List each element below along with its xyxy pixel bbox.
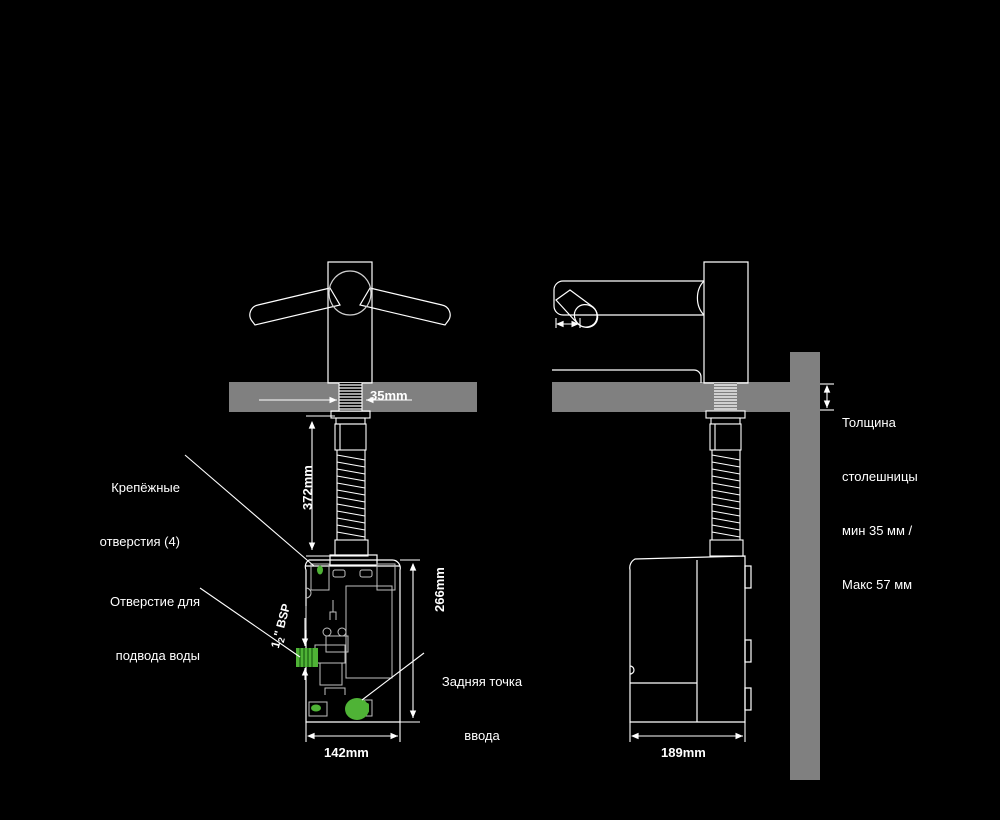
dim-266mm bbox=[400, 559, 420, 723]
front-lever-handle bbox=[249, 270, 451, 326]
side-control-box bbox=[629, 555, 752, 723]
front-fixing-nut bbox=[330, 410, 371, 451]
side-flexible-hose bbox=[709, 450, 744, 557]
front-threaded-shank bbox=[338, 383, 363, 411]
callout-worktop-thickness: Толщина столешницы мин 35 мм / Макс 57 м… bbox=[842, 378, 992, 630]
callout-worktop-thickness-line3: мин 35 мм / bbox=[842, 523, 913, 538]
side-threaded-shank bbox=[714, 383, 737, 411]
dim-label-35mm: 35mm bbox=[370, 388, 408, 403]
side-view-group bbox=[552, 261, 834, 780]
front-box-internals bbox=[305, 563, 396, 717]
dim-189mm bbox=[629, 722, 746, 742]
callout-worktop-thickness-line2: столешницы bbox=[842, 469, 918, 484]
callout-mounting-holes-line1: Крепёжные bbox=[111, 480, 180, 495]
side-inlet-marker bbox=[311, 704, 321, 712]
rear-inlet-marker bbox=[345, 698, 369, 720]
dim-372mm bbox=[306, 415, 335, 557]
callout-worktop-thickness-line1: Толщина bbox=[842, 415, 896, 430]
dim-worktop-thickness bbox=[820, 383, 834, 411]
front-tap-body bbox=[327, 261, 373, 384]
side-aerator bbox=[555, 289, 599, 328]
rear-inlet-port bbox=[363, 703, 369, 713]
callout-water-inlet-line2: подвода воды bbox=[115, 648, 200, 663]
callout-water-inlet-line1: Отверстие для bbox=[109, 594, 200, 609]
side-tap-body bbox=[553, 261, 749, 384]
front-flexible-hose bbox=[334, 450, 369, 557]
dim-label-189mm: 189mm bbox=[661, 745, 706, 760]
leader-water-inlet bbox=[199, 587, 301, 658]
bsp-unit: " bbox=[271, 629, 287, 639]
callout-rear-inlet-line1: Задняя точка bbox=[441, 674, 523, 689]
callout-mounting-holes-line2: отверстия (4) bbox=[99, 534, 180, 549]
side-backplate bbox=[552, 369, 702, 383]
front-view-group bbox=[184, 261, 477, 742]
leader-mounting-holes bbox=[184, 454, 315, 567]
dim-label-266mm: 266mm bbox=[432, 567, 447, 612]
mounting-hole-marker bbox=[317, 565, 323, 575]
callout-mounting-holes: Крепёжные отверстия (4) bbox=[60, 443, 180, 587]
callout-worktop-thickness-line4: Макс 57 мм bbox=[842, 577, 913, 592]
dim-142mm bbox=[305, 722, 401, 742]
dim-label-142mm: 142mm bbox=[324, 745, 369, 760]
front-control-box bbox=[304, 554, 401, 723]
side-fixing-nut bbox=[705, 410, 746, 451]
bsp-inlet-marker bbox=[296, 648, 318, 667]
callout-water-inlet: Отверстие для подвода воды bbox=[70, 557, 200, 701]
dim-spout-offset bbox=[555, 318, 581, 328]
leader-rear-inlet bbox=[361, 652, 425, 701]
callout-rear-inlet: Задняя точка ввода bbox=[427, 637, 537, 781]
callout-rear-inlet-line2: ввода bbox=[464, 728, 500, 743]
side-wall bbox=[790, 352, 820, 780]
dim-label-372mm: 372mm bbox=[300, 465, 315, 510]
side-countertop-slab bbox=[552, 382, 820, 412]
